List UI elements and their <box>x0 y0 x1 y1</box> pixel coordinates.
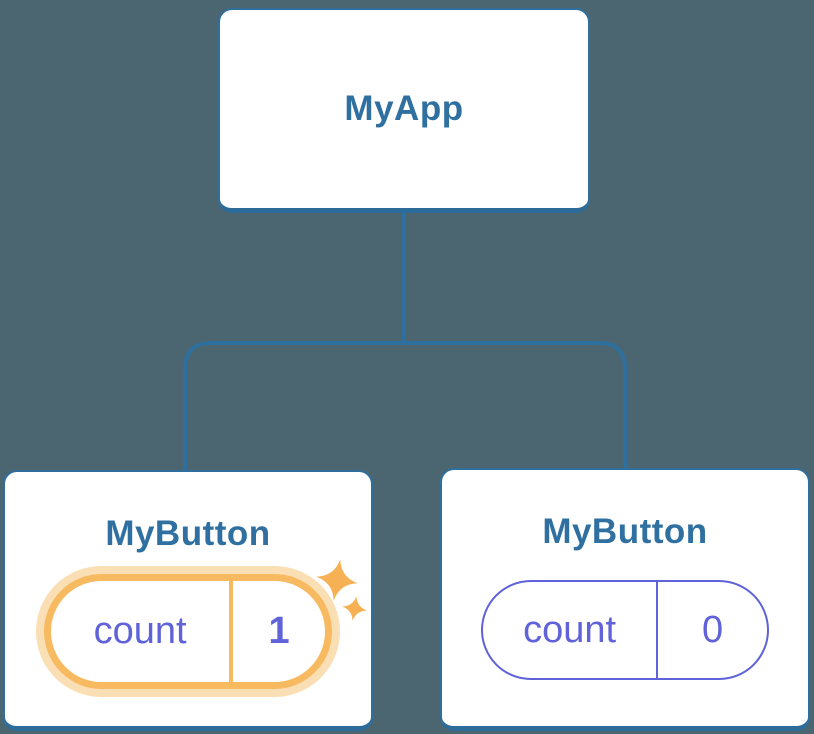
state-pill-highlighted: count 1 <box>44 574 332 690</box>
child-node-label: MyButton <box>542 512 708 551</box>
sparkle-icon <box>316 559 358 601</box>
state-value: 1 <box>268 610 290 653</box>
tree-node-root: MyApp <box>218 8 590 213</box>
child-node-label: MyButton <box>105 514 271 553</box>
state-value: 0 <box>702 608 724 651</box>
root-node-label: MyApp <box>344 88 464 128</box>
sparkle-icon <box>342 596 367 621</box>
state-key: count <box>483 582 659 679</box>
tree-node-button-idle: MyButton count 0 <box>440 468 810 731</box>
tree-node-button-active: MyButton count 1 <box>3 470 373 731</box>
state-pill: count 0 <box>481 580 769 681</box>
children-bracket-line <box>183 341 627 471</box>
state-key: count <box>51 581 234 683</box>
